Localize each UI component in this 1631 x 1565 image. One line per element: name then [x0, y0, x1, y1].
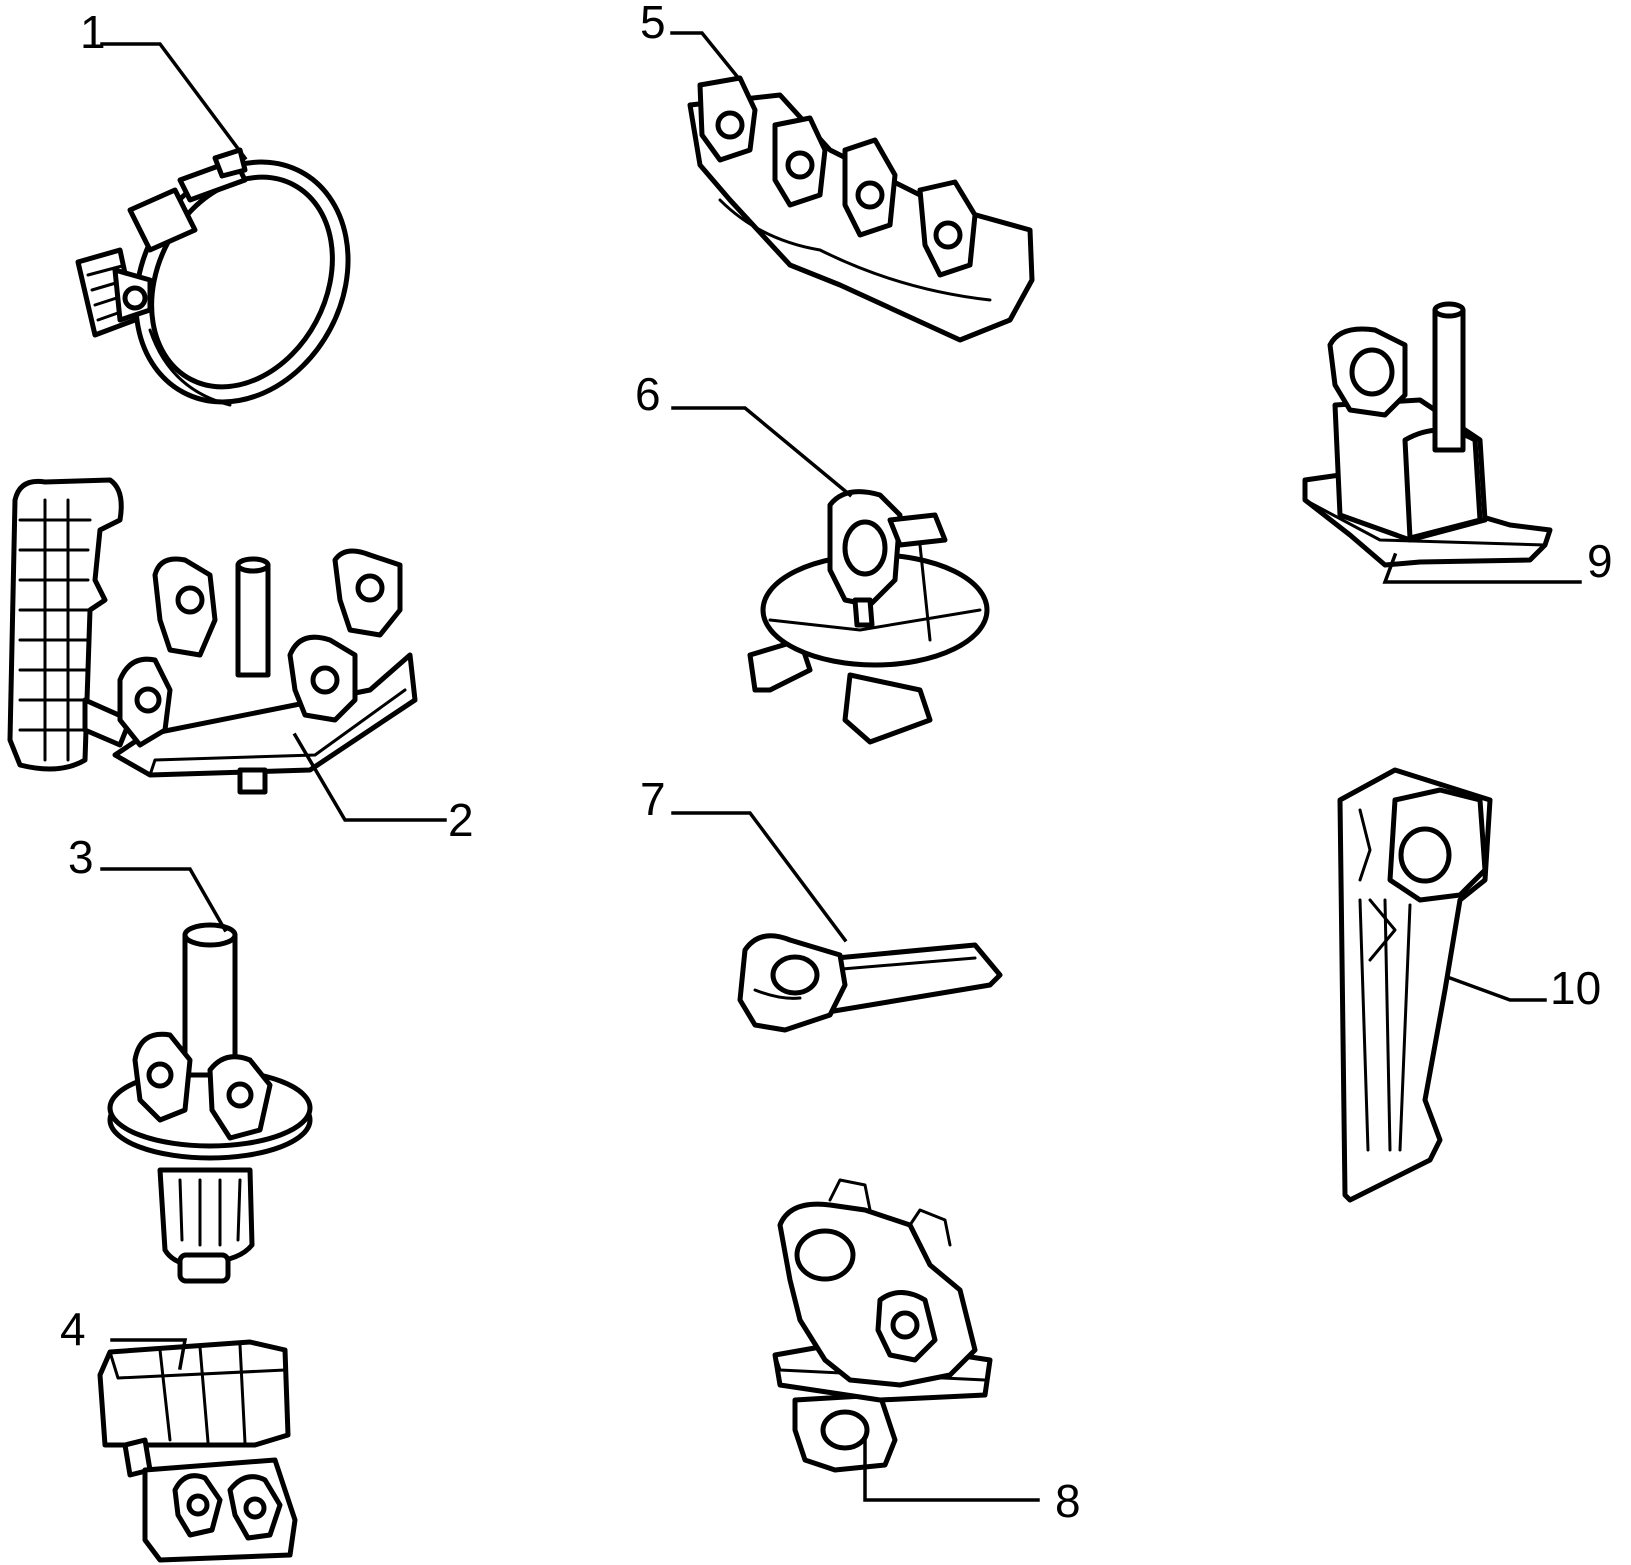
callout-1: 1: [80, 6, 248, 161]
callout-4: 4: [60, 1303, 188, 1371]
callout-label-7: 7: [640, 773, 666, 825]
callout-label-1: 1: [80, 6, 106, 58]
callout-6: 6: [635, 368, 853, 498]
part-5-clip-strip-icon: [687, 75, 1035, 343]
callout-2: 2: [292, 732, 474, 846]
callout-label-9: 9: [1587, 535, 1613, 587]
callout-label-6: 6: [635, 368, 661, 420]
part-10-lever-clip-icon: [1337, 767, 1493, 1203]
part-2-bracket-icon: [7, 477, 418, 795]
callout-5: 5: [640, 0, 743, 83]
callout-7: 7: [640, 773, 848, 943]
part-7-tab-clip-icon: [737, 933, 1003, 1033]
callout-label-3: 3: [68, 831, 94, 883]
part-9-stud-mount-icon: [1302, 301, 1553, 568]
callout-label-4: 4: [60, 1303, 86, 1355]
callout-10: 10: [1447, 962, 1601, 1014]
part-6-disc-clip-icon: [747, 489, 990, 745]
callout-label-2: 2: [448, 794, 474, 846]
callout-label-10: 10: [1550, 962, 1601, 1014]
callout-label-8: 8: [1055, 1475, 1081, 1527]
callout-8: 8: [863, 1438, 1081, 1527]
callout-label-5: 5: [640, 0, 666, 48]
part-1-hose-clamp-icon: [75, 147, 351, 407]
part-4-box-clip-icon: [97, 1339, 298, 1563]
part-3-push-pin-clip-icon: [107, 922, 313, 1284]
part-8-twin-clip-icon: [772, 1178, 993, 1473]
callout-9: 9: [1382, 535, 1613, 587]
callout-3: 3: [68, 831, 228, 933]
